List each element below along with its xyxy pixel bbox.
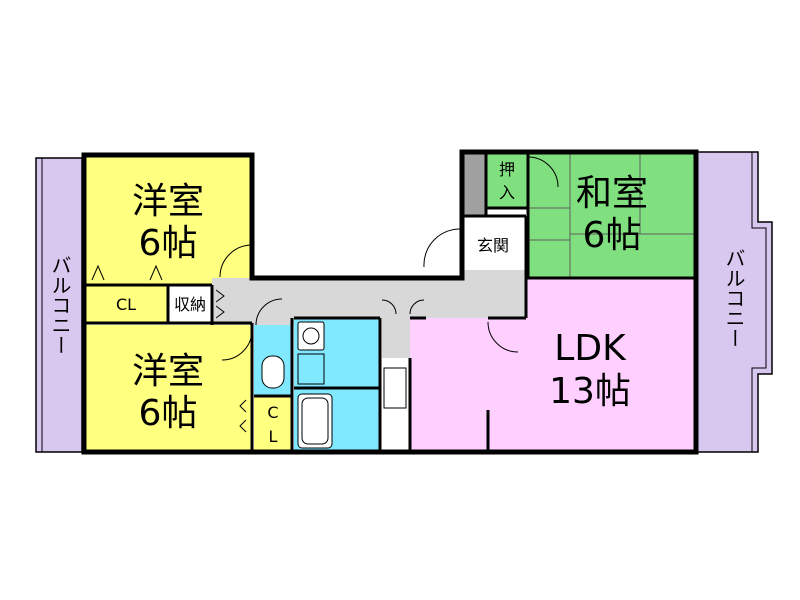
room-west-bottom-size: 6帖 [139,393,198,434]
room-west-top-size: 6帖 [139,223,198,264]
genkan-label: 玄関 [477,236,509,255]
room-washitsu-size: 6帖 [583,215,642,256]
oshiire-label-2: 入 [499,183,515,202]
closet-top-label: CL [116,295,136,314]
room-washitsu [528,152,696,278]
closet-top [84,285,168,323]
balcony-right [695,151,773,453]
room-washitsu-name: 和室 [576,173,648,214]
balcony-right-label: バルコニー [722,248,746,348]
room-ldk-name: LDK [554,328,627,369]
closet-bottom-label-1: C [267,403,278,422]
shoe-cabinet [464,152,486,216]
interior-walls [84,152,696,452]
room-west-bottom [84,325,252,452]
closet-bottom [254,396,292,452]
closet-door-marks [91,264,247,433]
oshiire [486,152,528,208]
kitchen-counter [383,367,407,409]
genkan [464,216,526,270]
room-west-top [84,155,252,285]
room-west-top-name: 洋室 [132,181,204,222]
balcony-left [35,157,83,453]
corridor [212,270,526,358]
storage-label: 収納 [174,295,206,314]
closet-bottom-label-2: L [269,427,278,446]
washing-machine-area [297,353,325,385]
oshiire-label-1: 押 [499,160,515,179]
room-west-bottom-name: 洋室 [132,351,204,392]
fixtures [261,321,407,449]
room-ldk [410,278,696,452]
room-ldk-size: 13帖 [549,371,631,412]
balcony-left-label: バルコニー [48,255,72,355]
toilet [261,355,285,389]
tatami-lines [528,152,696,278]
door-swings [219,156,559,361]
balcony-right-rail [751,152,767,452]
walls [81,149,699,455]
bathtub [297,393,333,449]
storage [168,285,212,323]
washbasin [297,321,325,351]
